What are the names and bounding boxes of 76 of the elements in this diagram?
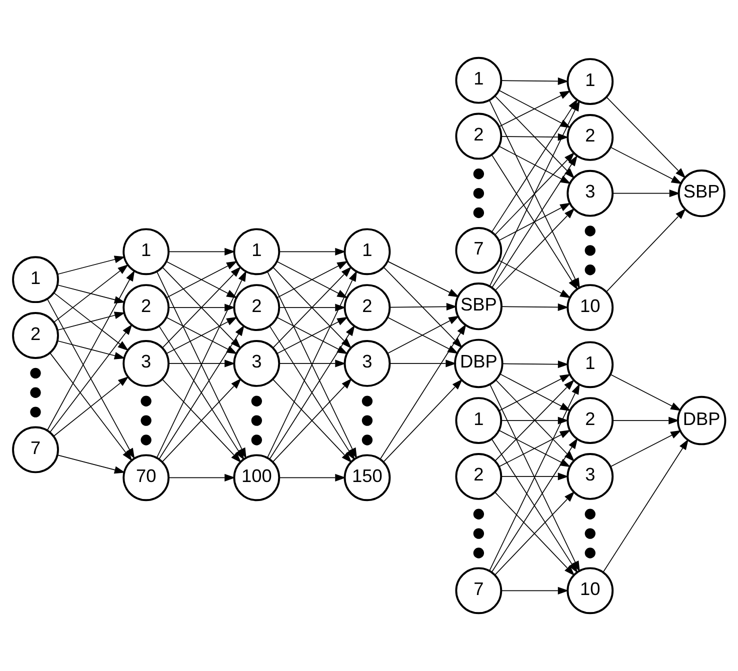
arrow (502, 360, 569, 368)
node-circle: 1 (122, 228, 170, 276)
arrow (57, 256, 126, 275)
node-circle: 70 (122, 454, 170, 502)
arrow (602, 439, 689, 573)
arrow (501, 77, 569, 85)
node-circle: DBP (676, 396, 726, 446)
arrow (168, 474, 236, 482)
arrow (498, 202, 571, 241)
node-circle: 1 (566, 341, 614, 388)
node-circle: 1 (455, 397, 502, 444)
arrow (57, 312, 126, 331)
node-circle: 2 (12, 312, 59, 359)
node-circle: 1 (12, 256, 59, 304)
node-circle: 2 (566, 114, 614, 161)
node-circle: 3 (344, 340, 391, 387)
node-circle: 2 (566, 397, 614, 444)
arrow (501, 586, 569, 594)
arrow (612, 416, 680, 424)
node-circle: 1 (566, 58, 614, 105)
arrow (612, 190, 680, 198)
arrow (168, 248, 236, 256)
arrow (54, 292, 129, 351)
arrow (168, 304, 236, 312)
arrow (390, 302, 458, 310)
arrow (380, 324, 466, 460)
arrow (494, 152, 575, 236)
arrow (54, 264, 129, 322)
arrow (494, 208, 575, 292)
node-circle: 2 (233, 284, 280, 331)
arrow (168, 360, 236, 368)
node-circle: 2 (455, 453, 502, 500)
node-circle: 1 (455, 56, 502, 104)
arrow (383, 266, 463, 348)
arrow (50, 324, 132, 433)
node-circle: 3 (566, 453, 614, 500)
node-circle: SBP (678, 170, 726, 218)
node-circle: 3 (566, 170, 614, 217)
arrow (383, 379, 463, 462)
arrow (57, 340, 126, 360)
node-circle: 100 (233, 454, 280, 502)
arrow (278, 360, 346, 368)
arrow (53, 376, 129, 437)
node-circle: 7 (455, 227, 502, 274)
node-circle: 7 (455, 567, 502, 614)
node-circle: SBP (454, 282, 502, 330)
node-circle: 2 (122, 284, 170, 331)
node-circle: 1 (233, 228, 280, 276)
arrow (610, 430, 682, 467)
arrow (494, 96, 575, 179)
node-circle: 7 (12, 426, 59, 474)
arrow (501, 472, 569, 480)
arrow (610, 374, 682, 411)
arrow (606, 96, 686, 178)
arrow (498, 260, 571, 298)
arrow (57, 284, 126, 304)
arrow (501, 303, 569, 311)
arrow (388, 261, 460, 298)
node-circle: 3 (233, 340, 280, 387)
node-circle: 10 (566, 567, 614, 614)
arrow (46, 270, 135, 431)
arrow (50, 352, 132, 462)
node-circle: 10 (566, 284, 614, 331)
node-circle: 2 (455, 112, 502, 160)
arrow (278, 248, 346, 256)
arrow (610, 147, 682, 184)
node-circle: 3 (122, 340, 170, 387)
arrow (278, 474, 346, 482)
node-circle: 2 (344, 284, 391, 331)
arrow (57, 454, 126, 474)
arrow (278, 304, 346, 312)
node-circle: DBP (454, 338, 504, 388)
node-circle: 150 (344, 454, 391, 502)
arrow (390, 360, 456, 368)
node-circle: 1 (344, 228, 391, 276)
arrow (606, 208, 686, 292)
